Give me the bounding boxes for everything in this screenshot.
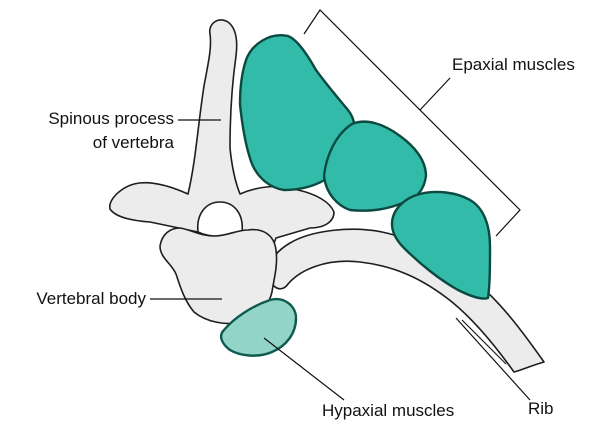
leader-epaxial <box>420 78 450 110</box>
leader-hypaxial <box>264 338 344 400</box>
label-vertebral-body: Vertebral body <box>36 289 146 308</box>
label-epaxial: Epaxial muscles <box>452 55 575 74</box>
label-hypaxial: Hypaxial muscles <box>322 401 454 420</box>
label-rib: Rib <box>528 399 554 418</box>
label-spinous-line2: of vertebra <box>93 133 175 152</box>
label-spinous-line1: Spinous process <box>48 109 174 128</box>
